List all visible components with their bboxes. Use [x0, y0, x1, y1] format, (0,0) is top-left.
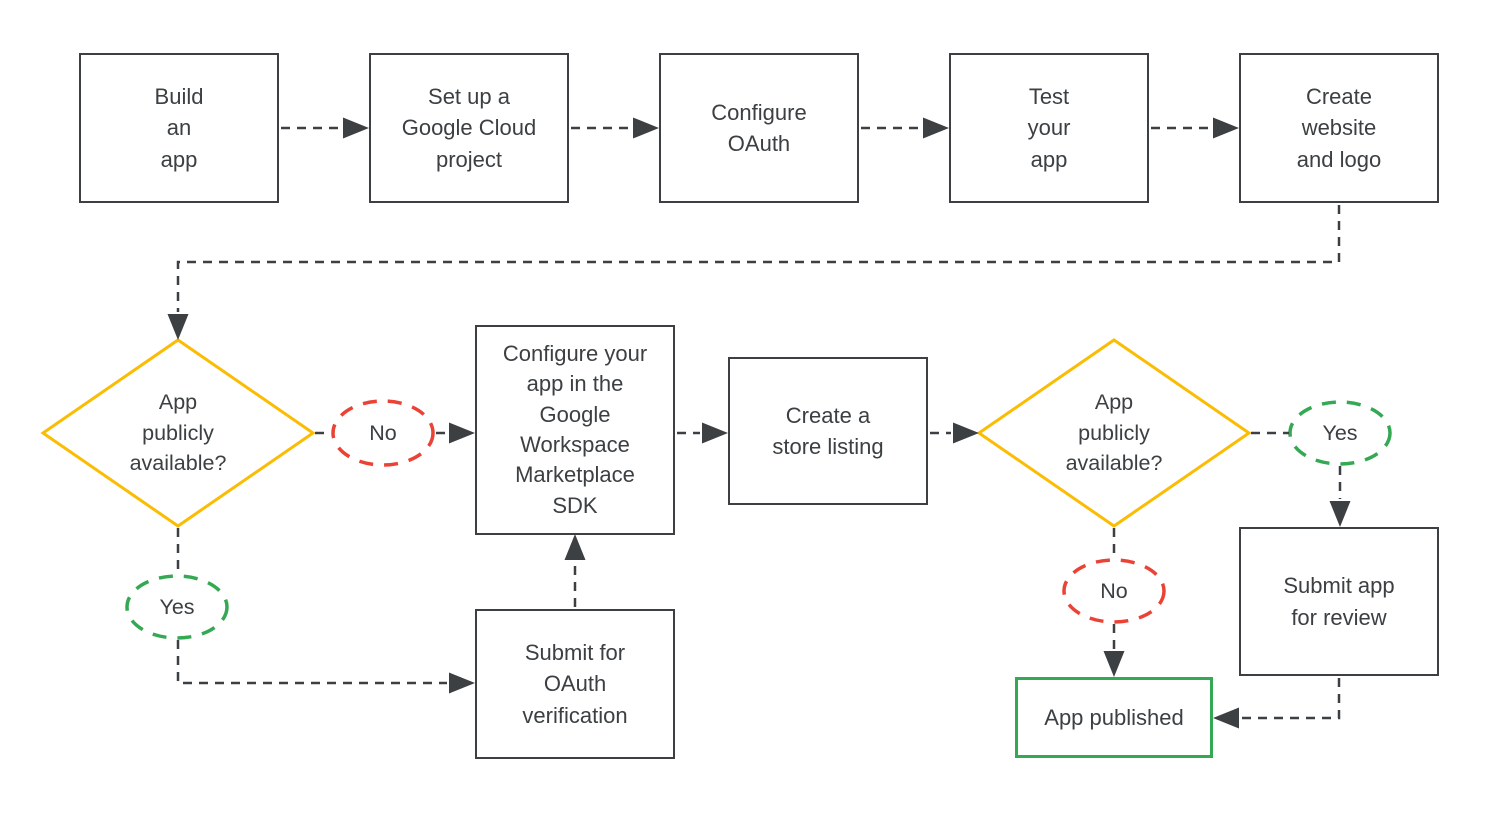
process-box-setup-project: Set up a Google Cloud project — [369, 53, 569, 203]
arrow-oauth-to-test — [861, 117, 949, 139]
arrow-yes2-to-review — [1329, 466, 1351, 527]
yes-oval-2 — [1288, 400, 1392, 466]
arrow-no1-to-sdk — [436, 422, 475, 444]
process-box-sdk: Configure your app in the Google Workspa… — [475, 325, 675, 535]
arrow-store-to-decision2 — [930, 422, 979, 444]
decision-diamond-2 — [976, 338, 1252, 528]
arrow-setup-to-oauth — [571, 117, 659, 139]
process-box-submit-review: Submit app for review — [1239, 527, 1439, 676]
arrow-yes1-to-oauth-verification — [176, 640, 475, 694]
decision-diamond-1 — [40, 338, 316, 528]
no-label-1: No — [369, 420, 397, 445]
no-oval-2 — [1062, 558, 1166, 624]
process-box-store-listing: Create a store listing — [728, 357, 928, 505]
process-box-configure-oauth: Configure OAuth — [659, 53, 859, 203]
arrow-build-to-setup — [281, 117, 369, 139]
arrow-sdk-to-store — [677, 422, 728, 444]
arrow-website-to-decision1 — [167, 205, 1341, 340]
arrow-no2-to-published — [1103, 624, 1125, 677]
yes-label-1: Yes — [159, 594, 195, 619]
no-oval-1 — [331, 399, 435, 467]
process-box-submit-oauth: Submit for OAuth verification — [475, 609, 675, 759]
process-box-create-website: Create website and logo — [1239, 53, 1439, 203]
process-box-test-app: Test your app — [949, 53, 1149, 203]
process-box-build-app: Build an app — [79, 53, 279, 203]
terminal-box-app-published: App published — [1015, 677, 1213, 758]
yes-oval-1 — [125, 574, 229, 640]
arrow-test-to-website — [1151, 117, 1239, 139]
arrow-oauth-verification-to-sdk — [564, 534, 586, 607]
decision-label-1: App publicly available? — [129, 390, 227, 476]
no-label-2: No — [1100, 578, 1128, 603]
yes-label-2: Yes — [1322, 420, 1358, 445]
arrow-review-to-published — [1213, 678, 1341, 729]
decision-label-2: App publicly available? — [1065, 390, 1163, 476]
